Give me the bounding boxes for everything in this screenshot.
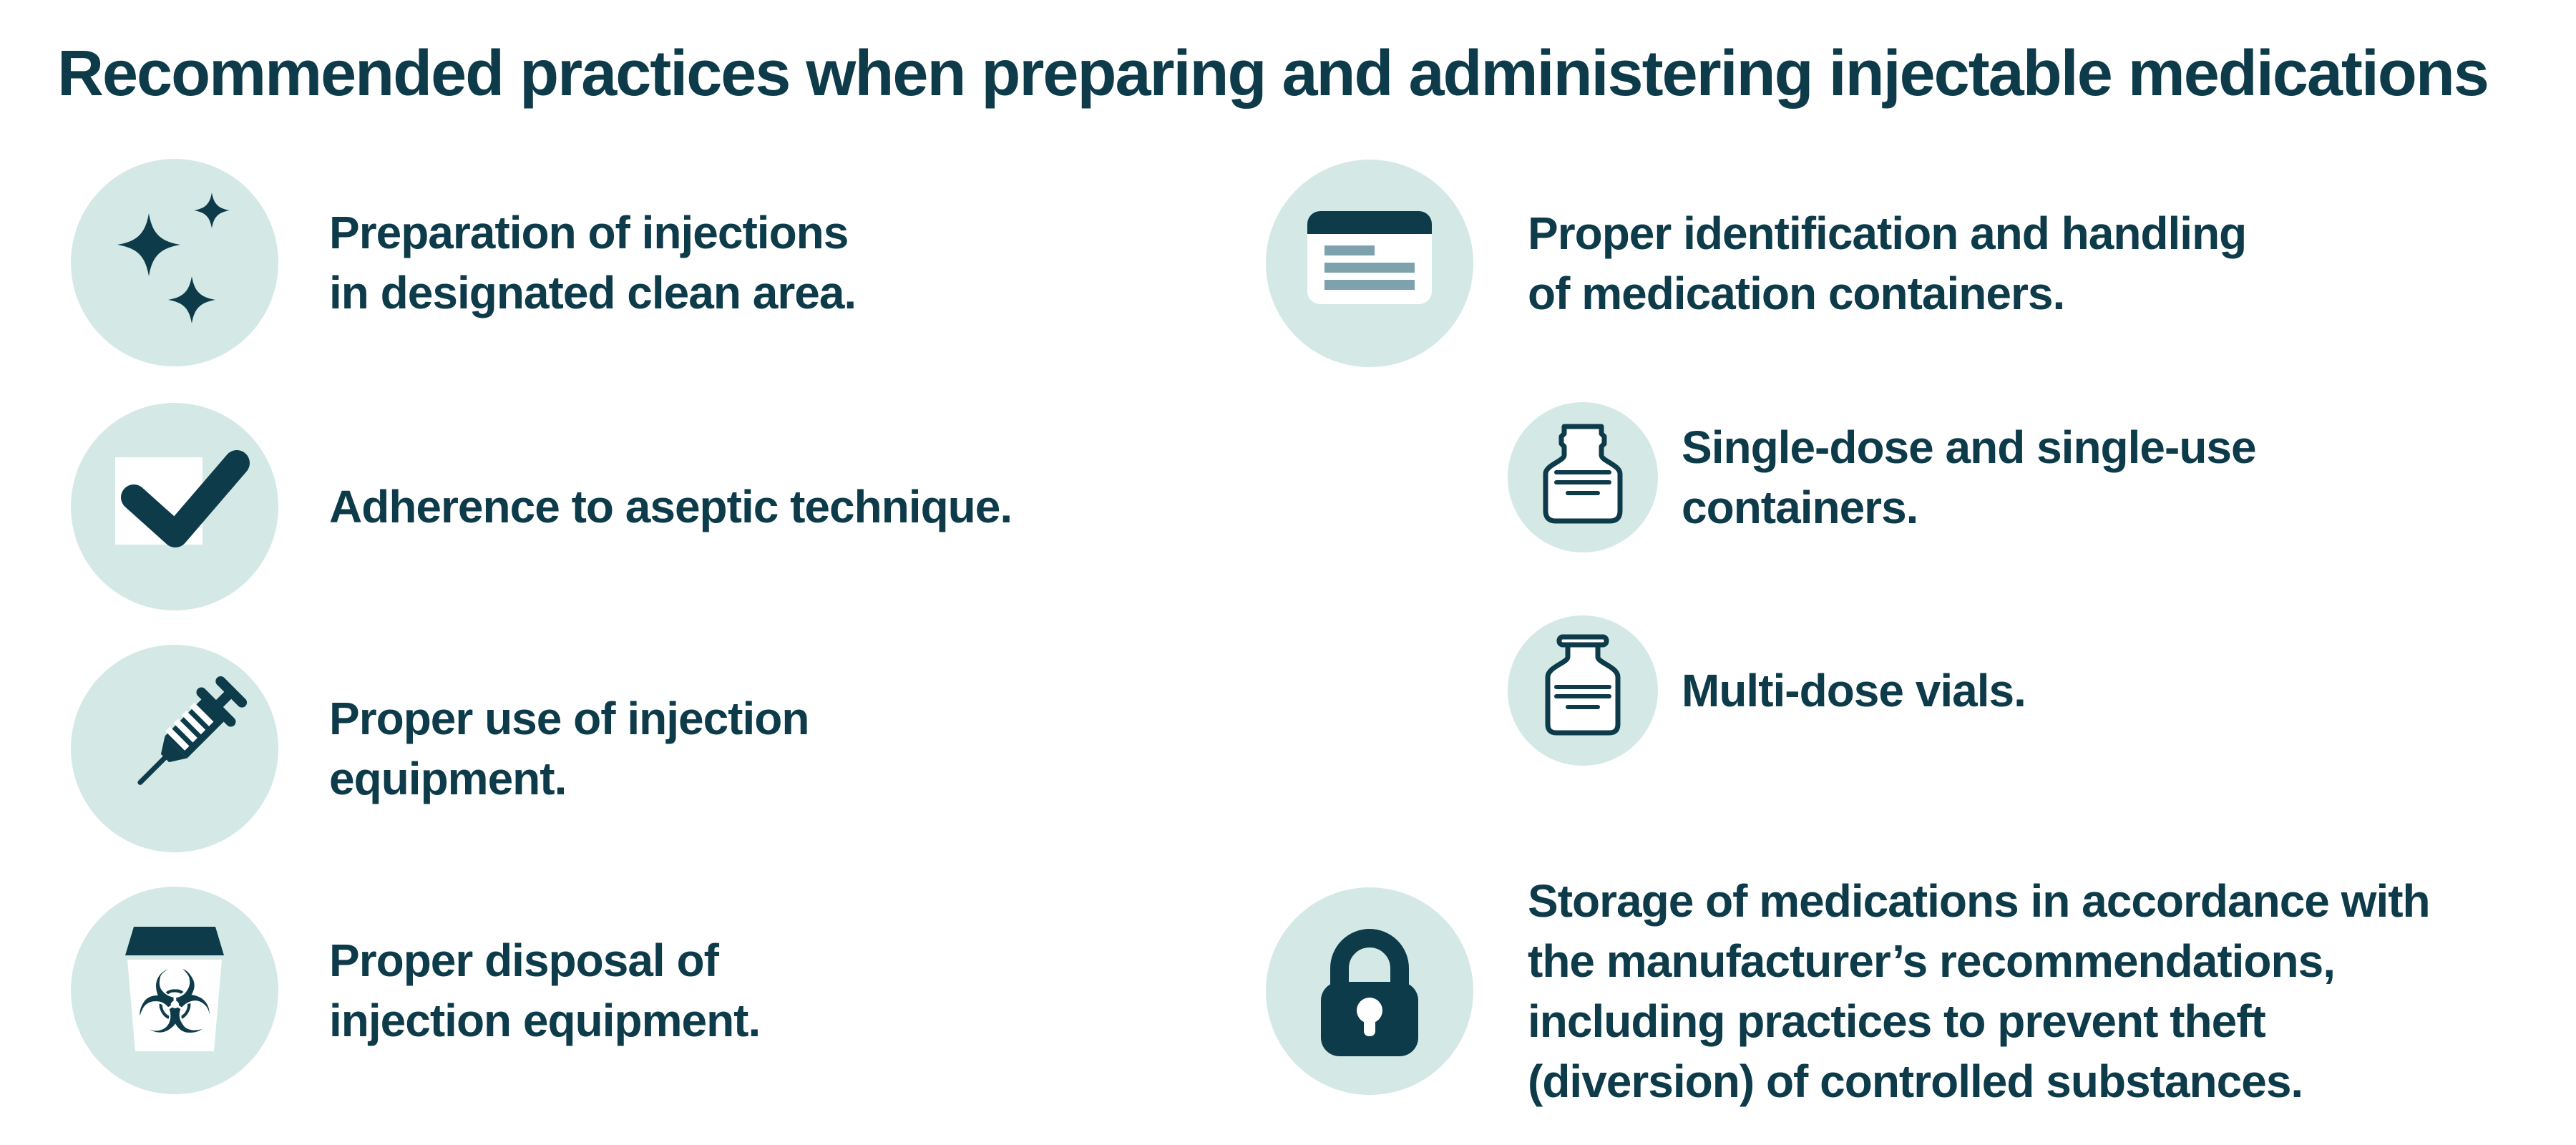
text-line: equipment. <box>329 753 567 804</box>
practice-item-multi-dose: Multi-dose vials. <box>1508 615 2026 766</box>
text-line: Proper disposal of <box>329 935 719 986</box>
practice-item-storage: Storage of medications in accordance wit… <box>1266 875 2431 1107</box>
text-line: containers. <box>1682 482 1918 533</box>
icon-circle <box>71 645 278 852</box>
single-dose-container-icon <box>1543 424 1623 524</box>
practice-item-text: Proper identification and handling of me… <box>1528 203 2247 323</box>
checkbox-check-icon <box>115 450 250 547</box>
text-line: Proper identification and handling <box>1528 208 2247 259</box>
practice-item-aseptic-technique: Adherence to aseptic technique. <box>71 403 1013 610</box>
practice-item-text: Multi-dose vials. <box>1682 661 2026 721</box>
icon-circle <box>1508 615 1658 766</box>
sharps-disposal-icon: ☣ <box>125 927 224 1053</box>
text-line: of medication containers. <box>1528 268 2065 319</box>
text-line: the manufacturer’s recommendations, <box>1528 935 2336 987</box>
text-line: Multi-dose vials. <box>1682 665 2026 716</box>
biohazard-symbol: ☣ <box>135 952 213 1053</box>
multi-dose-vial-icon <box>1545 634 1621 736</box>
text-line: Storage of medications in accordance wit… <box>1528 875 2431 927</box>
page-title: Recommended practices when preparing and… <box>57 38 2489 109</box>
practice-item-single-dose: Single-dose and single-use containers. <box>1508 402 2257 552</box>
icon-circle <box>1266 160 1473 367</box>
text-line: Preparation of injections <box>329 207 849 258</box>
text-line: in designated clean area. <box>329 267 857 318</box>
icon-circle <box>71 159 278 366</box>
practice-item-text: Storage of medications in accordance wit… <box>1528 871 2431 1111</box>
medication-label-icon <box>1307 211 1432 304</box>
practice-item-text: Proper use of injection equipment. <box>329 688 809 809</box>
practice-item-text: Proper disposal of injection equipment. <box>329 930 761 1051</box>
text-line: Adherence to aseptic technique. <box>329 481 1013 532</box>
practice-item-clean-area: Preparation of injections in designated … <box>71 159 857 366</box>
text-line: Proper use of injection <box>329 693 809 744</box>
icon-circle <box>71 403 278 610</box>
practice-item-text: Preparation of injections in designated … <box>329 203 857 323</box>
practice-item-disposal: ☣ Proper disposal of injection equipment… <box>71 887 761 1094</box>
practice-item-text: Single-dose and single-use containers. <box>1682 417 2257 537</box>
icon-circle <box>1508 402 1658 552</box>
syringe-icon <box>137 676 248 785</box>
sparkles-icon <box>117 193 230 323</box>
text-line: Single-dose and single-use <box>1682 422 2257 473</box>
icon-circle: ☣ <box>71 887 278 1094</box>
practice-item-text: Adherence to aseptic technique. <box>329 477 1013 537</box>
text-line: injection equipment. <box>329 995 761 1046</box>
text-line: (diversion) of controlled substances. <box>1528 1056 2303 1107</box>
practice-item-equipment-use: Proper use of injection equipment. <box>71 645 809 852</box>
icon-circle <box>1266 887 1473 1095</box>
practice-item-identification: Proper identification and handling of me… <box>1266 160 2247 367</box>
lock-icon <box>1321 929 1418 1056</box>
text-line: including practices to prevent theft <box>1528 995 2266 1047</box>
